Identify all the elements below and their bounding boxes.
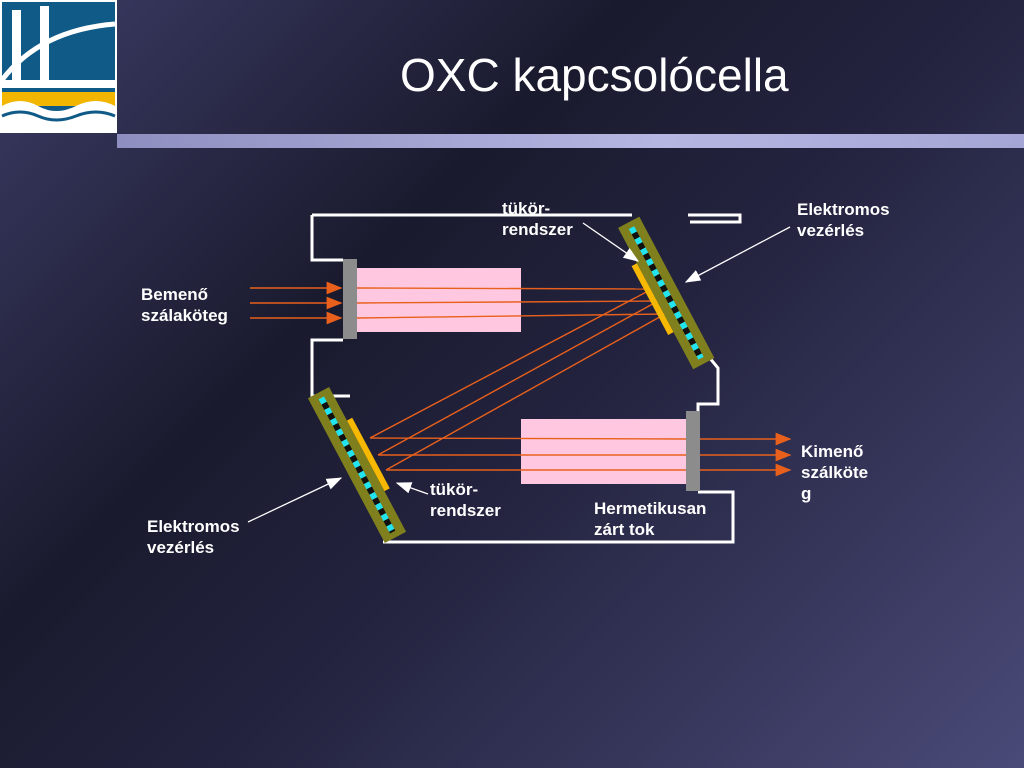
label-mirror-top-line1: tükör- [502, 199, 551, 218]
label-mirror-bottom-line1: tükör- [430, 480, 479, 499]
bridge-logo-icon [0, 0, 117, 133]
mirror-assembly-top [618, 216, 715, 370]
label-mirror-top: tükör- rendszer [502, 198, 573, 240]
label-output-fibers: Kimenő szálköte g [801, 441, 868, 504]
label-electric-bottom: Elektromos vezérlés [147, 516, 240, 558]
label-input-line1: Bemenő [141, 285, 209, 304]
label-input-line2: szálaköteg [141, 306, 228, 325]
internal-beams [356, 287, 687, 471]
label-mirror-top-line2: rendszer [502, 220, 573, 239]
label-housing-line2: zárt tok [594, 520, 655, 539]
label-output-line1: Kimenő [801, 442, 864, 461]
slide-title: OXC kapcsolócella [400, 49, 789, 101]
input-connector [343, 259, 357, 339]
output-beams [700, 432, 792, 477]
input-lens [357, 268, 521, 332]
label-electric-top-line1: Elektromos [797, 200, 890, 219]
label-electric-bottom-line1: Elektromos [147, 517, 240, 536]
label-housing-line1: Hermetikusan [594, 499, 707, 518]
label-electric-top: Elektromos vezérlés [797, 199, 890, 241]
output-connector [686, 411, 700, 491]
housing-outline [310, 213, 742, 544]
output-lens [521, 419, 686, 484]
label-output-line3: g [801, 484, 812, 503]
label-housing: Hermetikusan zárt tok [594, 498, 706, 540]
leader-arrows [247, 222, 791, 523]
label-electric-bottom-line2: vezérlés [147, 538, 215, 557]
mirror-assembly-bottom [307, 386, 407, 544]
label-electric-top-line2: vezérlés [797, 221, 865, 240]
header-band [117, 134, 1024, 148]
label-mirror-bottom-line2: rendszer [430, 501, 501, 520]
label-mirror-bottom: tükör- rendszer [430, 479, 501, 521]
label-input-fibers: Bemenő szálaköteg [141, 284, 228, 326]
input-beams [250, 281, 343, 325]
label-output-line2: szálköte [801, 463, 869, 482]
